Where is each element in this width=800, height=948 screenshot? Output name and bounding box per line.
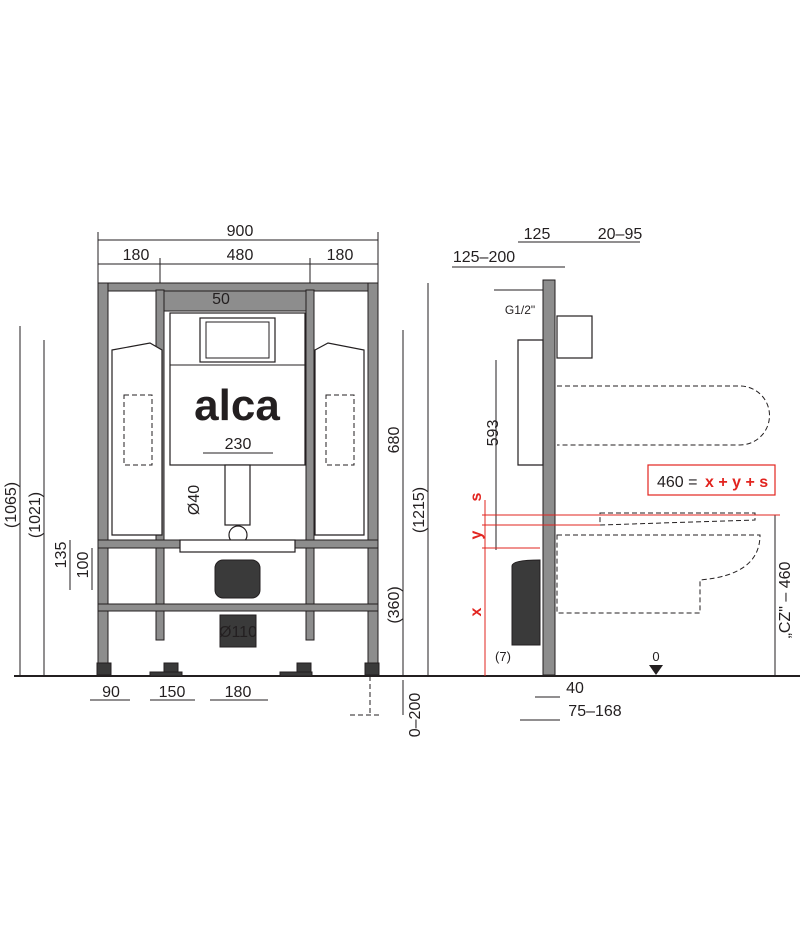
formula-box: 460 = x + y + s (647, 464, 776, 496)
variable-s: s (468, 492, 485, 501)
dim-center: 480 (227, 247, 254, 264)
variable-y: y (468, 530, 485, 539)
dim-outlet-spacing: 230 (225, 436, 252, 453)
dim-drain-offset: 75–168 (568, 703, 621, 720)
dim-inlet-offset: 125–200 (453, 249, 515, 266)
dim-depth: 125 (524, 226, 551, 243)
dim-rail-height: (360) (386, 586, 403, 623)
dim-cz-460: „CZ" – 460 (777, 561, 794, 638)
dim-leg-40: 40 (566, 680, 584, 697)
dim-inlet-height2: (1021) (27, 492, 44, 538)
dim-drain-180: 180 (225, 684, 252, 701)
dim-panel-offset: 20–95 (598, 226, 643, 243)
dim-bolt-100: 100 (75, 552, 92, 579)
dim-side-left: 180 (123, 247, 150, 264)
side-dimension-lines (452, 241, 780, 721)
inlet-thread-label: G1/2" (505, 303, 535, 317)
dim-inlet-height: (1065) (3, 482, 20, 528)
drain-pipe (179, 464, 296, 648)
dim-total-width: 900 (227, 223, 254, 240)
alca-logo: alca (194, 381, 280, 430)
dim-bolt-135: 135 (53, 542, 70, 569)
dim-side-right: 180 (327, 247, 354, 264)
dim-cistern-height: 680 (386, 427, 403, 454)
dim-flush-height: 593 (485, 420, 502, 447)
dim-foot-90: 90 (102, 684, 120, 701)
floor-marker-icon (649, 665, 663, 675)
dim-foot-150: 150 (159, 684, 186, 701)
cistern (169, 312, 306, 466)
dim-leg-extension: 0–200 (407, 693, 424, 738)
formula-rhs: x + y + s (705, 474, 768, 491)
variable-x: x (468, 607, 485, 616)
dim-offset-7: (7) (495, 649, 511, 664)
side-panels (111, 342, 365, 536)
front-dimension-lines (19, 232, 429, 716)
dim-pipe-diameter: Ø40 (186, 485, 203, 515)
formula-lhs: 460 = (657, 474, 697, 491)
side-frame (494, 279, 770, 676)
dim-drain-diameter: Ø110 (219, 624, 257, 641)
dim-flush-offset: 50 (212, 291, 230, 308)
dim-frame-height: (1215) (411, 487, 428, 533)
floor-zero-label: 0 (652, 649, 659, 664)
